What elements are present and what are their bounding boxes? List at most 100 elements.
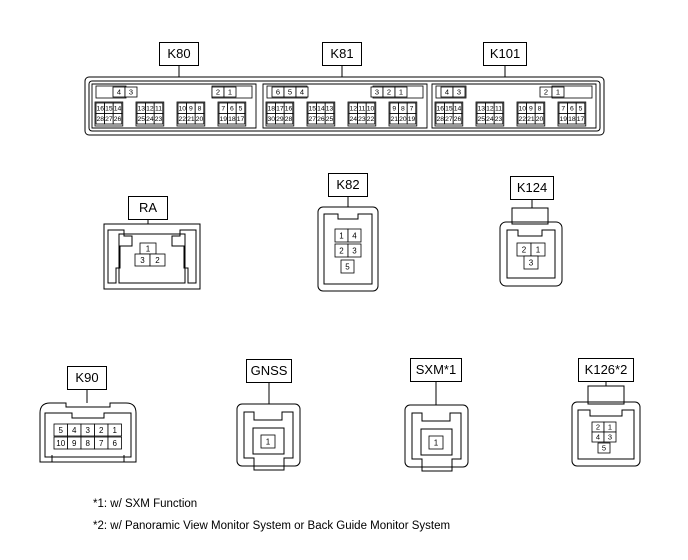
pin-number: 5: [345, 262, 350, 271]
pin-number: 28: [97, 116, 105, 123]
pin-number: 15: [445, 106, 453, 113]
pin-number: 6: [570, 106, 574, 113]
pin-number: 14: [114, 106, 122, 113]
pin-number: 18: [568, 116, 576, 123]
pin-number: 25: [478, 116, 486, 123]
pin-number: 2: [387, 88, 391, 97]
pin-number: 10: [367, 106, 375, 113]
pin-number: 4: [352, 231, 357, 240]
pin-cell: [107, 423, 122, 437]
pin-number: 18: [228, 116, 236, 123]
pin-number: 1: [556, 88, 560, 97]
footnote-2: *2: w/ Panoramic View Monitor System or …: [93, 520, 451, 532]
pin-number: 5: [239, 106, 243, 113]
pin-number: 8: [86, 439, 91, 448]
pin-number: 3: [140, 256, 145, 265]
pin-cell: [603, 431, 617, 443]
pin-cell: [597, 442, 611, 454]
pin-number: 1: [113, 426, 118, 435]
pin-cell: [260, 434, 276, 449]
ecu-connector-housing: [84, 76, 605, 136]
pin-number: 7: [99, 439, 104, 448]
pin-number: 9: [189, 106, 193, 113]
pin-number: 13: [138, 106, 146, 113]
pin-cell: [283, 113, 294, 125]
footnote-1: *1: w/ SXM Function: [93, 498, 198, 510]
pin-cell: [149, 253, 166, 267]
pin-number: 1: [266, 437, 271, 446]
pin-number: 2: [596, 423, 600, 432]
pin-number: 9: [529, 106, 533, 113]
pin-cell: [534, 113, 545, 125]
pin-cell: [153, 113, 164, 125]
pin-number: 24: [350, 116, 358, 123]
pin-number: 10: [179, 106, 187, 113]
ecu-top-left-housing: [435, 85, 467, 99]
pin-number: 2: [155, 256, 160, 265]
pin-number: 25: [138, 116, 146, 123]
pin-number: 13: [326, 106, 334, 113]
connector-label-k80: K80: [159, 42, 199, 66]
ecu-pin-group: [176, 101, 206, 127]
ecu-pin-group: [306, 101, 336, 127]
pin-cell: [406, 113, 417, 125]
pin-cell: [194, 113, 205, 125]
connector-label-sxm: SXM*1: [410, 358, 462, 382]
pin-number: 5: [602, 444, 606, 453]
pin-number: 2: [522, 245, 527, 254]
pin-number: 6: [113, 439, 118, 448]
pin-cell: [295, 86, 309, 98]
pin-number: 2: [339, 246, 344, 255]
pin-number: 7: [410, 106, 414, 113]
pin-number: 20: [399, 116, 407, 123]
connector-label-ra: RA: [128, 196, 168, 220]
pin-cell: [575, 113, 586, 125]
pin-number: 17: [577, 116, 585, 123]
pin-number: 3: [352, 246, 357, 255]
pin-number: 15: [309, 106, 317, 113]
ecu-pin-group: [265, 101, 295, 127]
pin-cell: [523, 255, 539, 270]
connector-label-k124: K124: [510, 176, 554, 200]
ecu-pin-group: [135, 101, 165, 127]
pin-cell: [112, 113, 123, 125]
pin-number: 27: [105, 116, 113, 123]
ecu-pin-group: [347, 101, 377, 127]
pin-number: 11: [495, 106, 502, 113]
pin-number: 12: [146, 106, 154, 113]
pin-number: 27: [445, 116, 453, 123]
pin-cell: [324, 113, 335, 125]
ecu-pin-group: [388, 101, 418, 127]
ecu-pin-group: [475, 101, 505, 127]
pin-number: 22: [179, 116, 187, 123]
pin-cell: [452, 86, 466, 98]
connector-label-k81: K81: [322, 42, 362, 66]
ecu-pin-group: [217, 101, 247, 127]
pin-cell: [223, 86, 237, 98]
pin-number: 24: [146, 116, 154, 123]
pin-number: 16: [437, 106, 445, 113]
pin-number: 22: [519, 116, 527, 123]
pin-number: 26: [114, 116, 122, 123]
pin-number: 19: [220, 116, 228, 123]
pin-number: 26: [317, 116, 325, 123]
pin-number: 27: [309, 116, 317, 123]
connector-sxm: 1: [404, 404, 469, 472]
pin-number: 17: [276, 106, 284, 113]
ecu-pin-group: [434, 101, 464, 127]
pin-cell: [428, 435, 444, 450]
pin-number: 4: [117, 88, 121, 97]
pin-number: 28: [285, 116, 293, 123]
pin-number: 1: [228, 88, 232, 97]
pin-cell: [493, 113, 504, 125]
pin-number: 6: [230, 106, 234, 113]
pin-number: 29: [276, 116, 284, 123]
pin-number: 19: [408, 116, 416, 123]
